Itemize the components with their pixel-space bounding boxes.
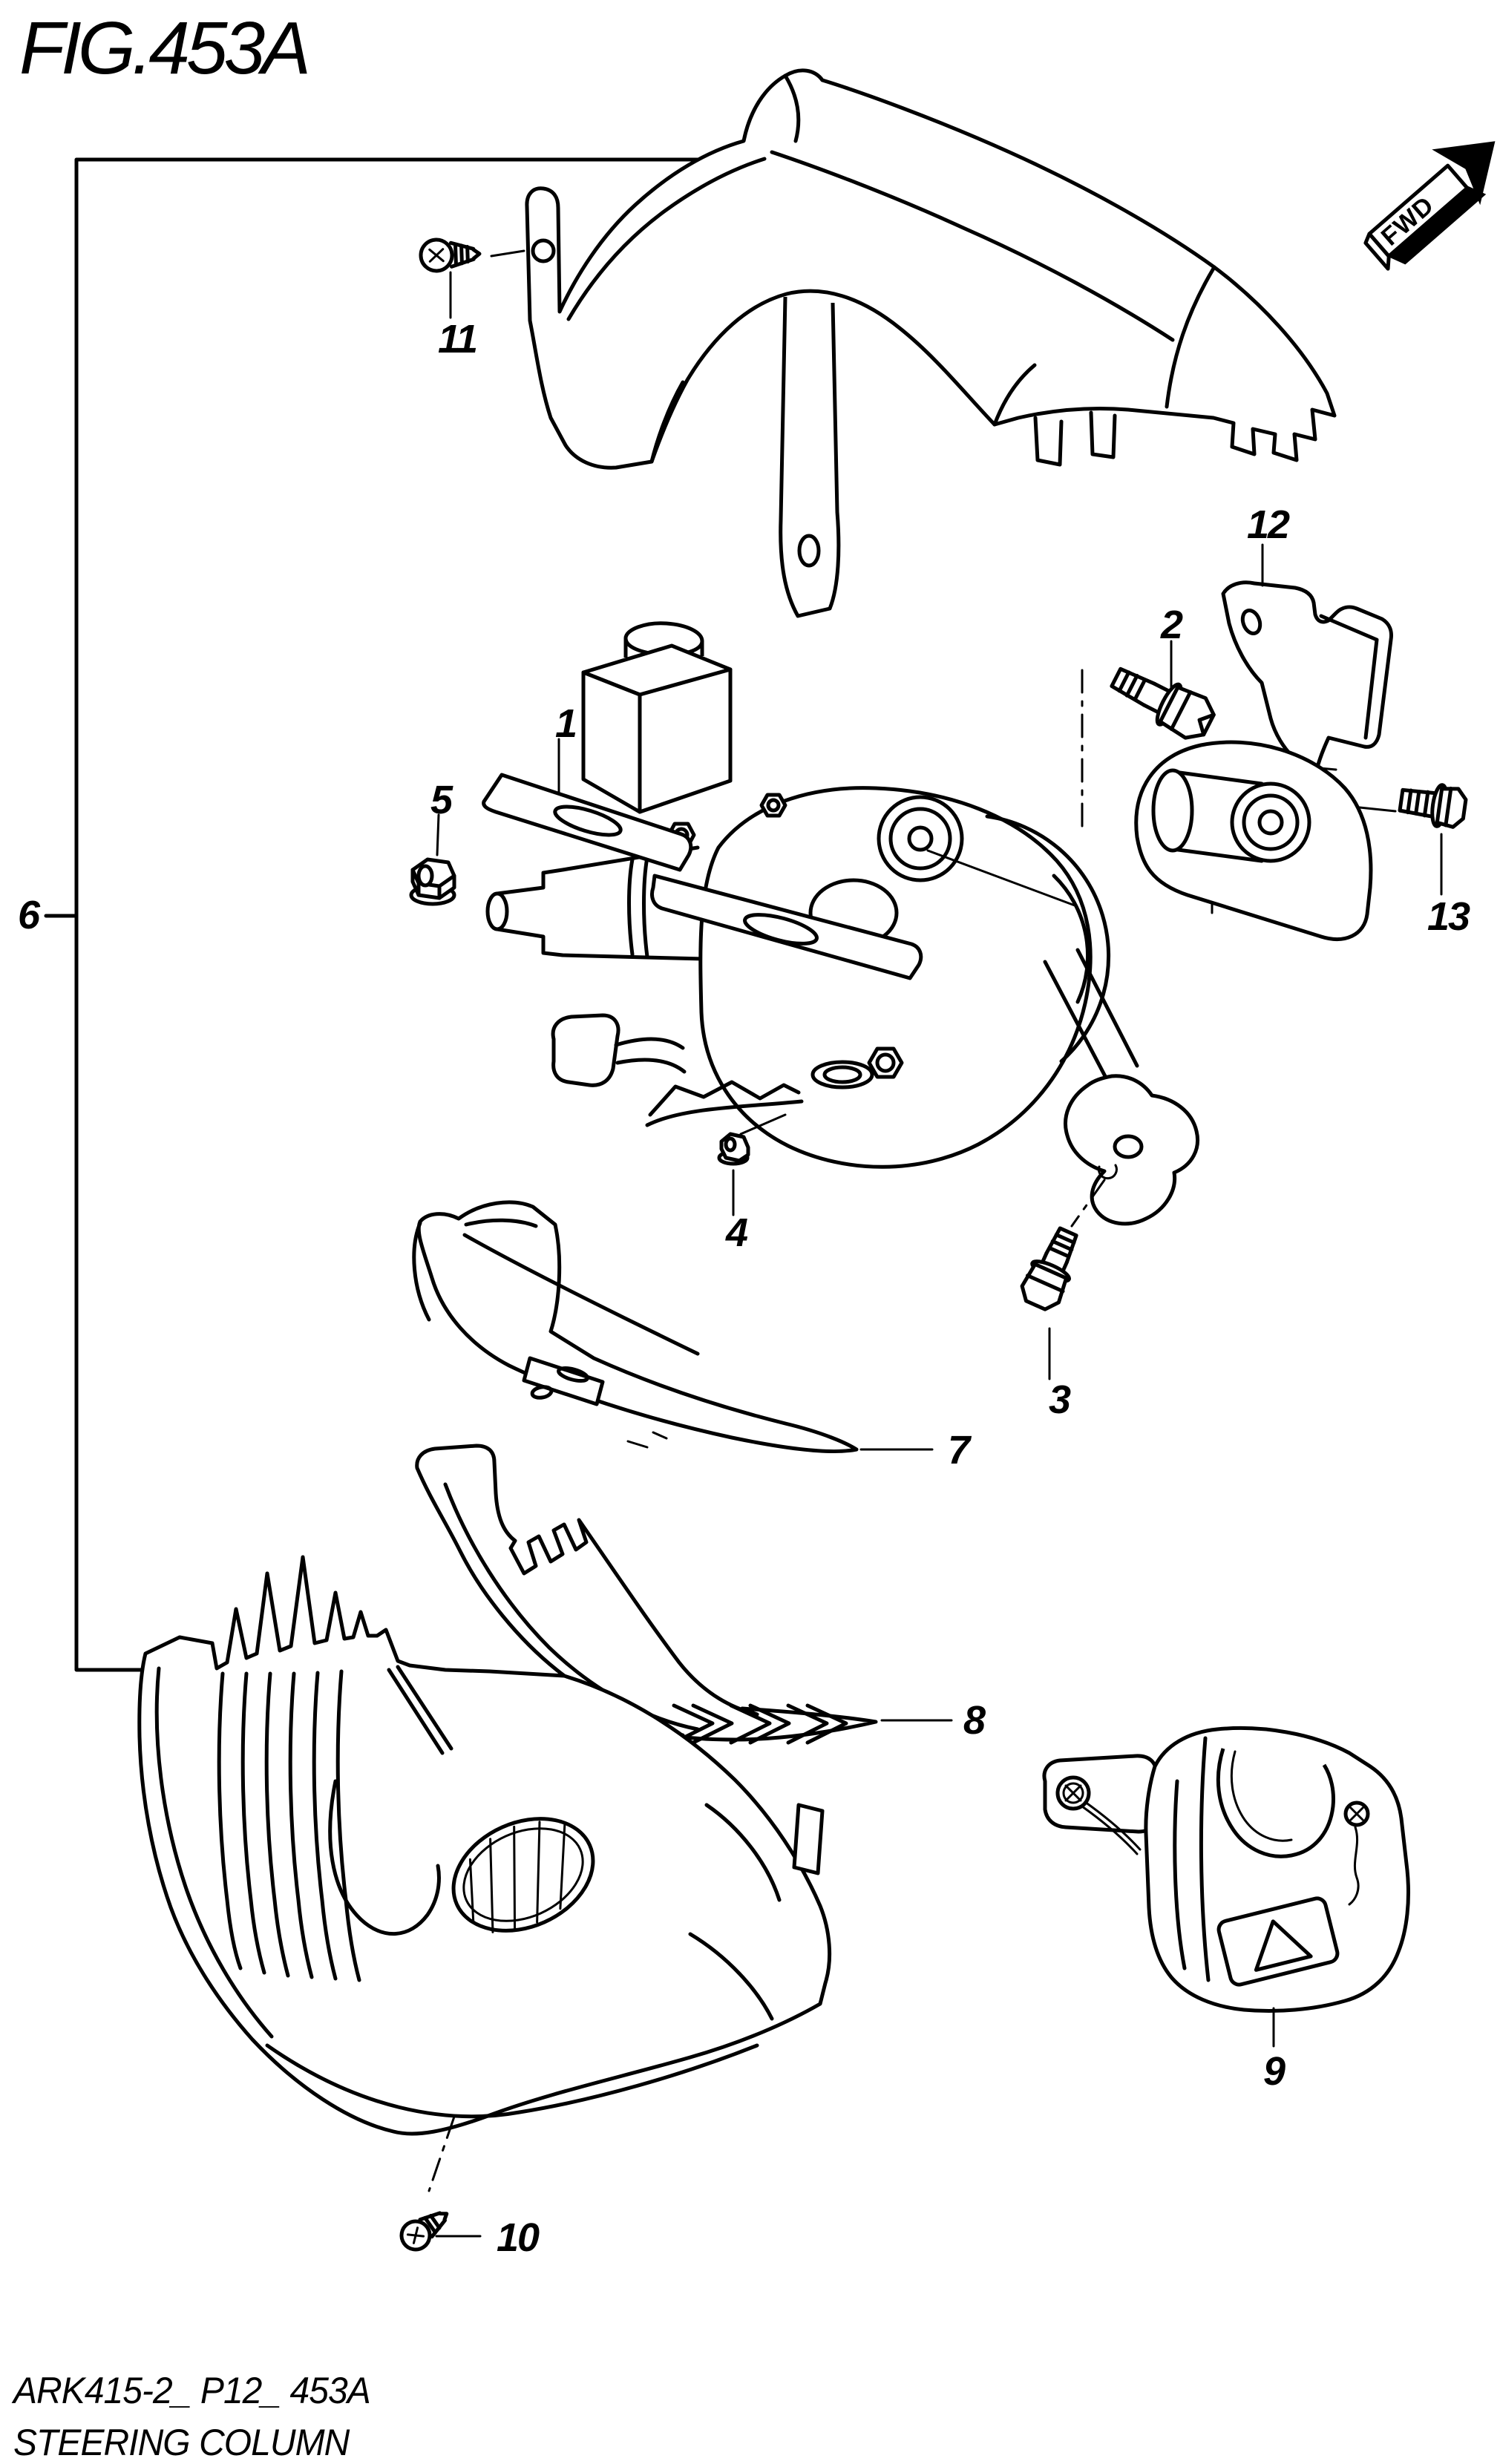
leader-5 xyxy=(436,813,440,856)
part-drawing-upper-column-cover xyxy=(525,68,1337,618)
footer-drawing-code: ARK415-2_ P12_ 453A xyxy=(13,2370,371,2411)
callout-7: 7 xyxy=(947,1428,970,1472)
callout-2: 2 xyxy=(1160,603,1183,647)
callout-5: 5 xyxy=(430,778,453,822)
callout-3: 3 xyxy=(1048,1377,1071,1422)
fwd-arrow-icon: FWD xyxy=(1363,141,1496,271)
callout-12: 12 xyxy=(1246,502,1290,547)
callout-1: 1 xyxy=(554,701,577,746)
part-drawing-column-hole-cover xyxy=(137,1555,832,2252)
hex-bolt-lower xyxy=(867,1046,904,1079)
callout-6: 6 xyxy=(17,893,40,937)
part-drawing-column-cover-7 xyxy=(412,1200,934,1454)
part-drawing-steering-column-assembly xyxy=(482,621,1373,1226)
screw-10 xyxy=(399,2115,482,2252)
nut-4 xyxy=(717,1113,787,1216)
rib-detail xyxy=(217,1669,361,1982)
callout-9: 9 xyxy=(1262,2049,1286,2094)
bolt-3 xyxy=(1020,1179,1106,1380)
hatched-opening xyxy=(451,1817,595,1933)
screw-11 xyxy=(419,237,525,319)
stud-bolt xyxy=(759,793,787,818)
figure-title: FIG.453A xyxy=(19,7,311,90)
part-drawing-column-cover-8 xyxy=(415,1444,953,1745)
warning-triangle-plate xyxy=(1216,1896,1340,1987)
chevron-detail xyxy=(672,1703,848,1745)
nut-5 xyxy=(409,813,456,906)
callout-8: 8 xyxy=(963,1698,986,1743)
bolt-2 xyxy=(1081,640,1216,828)
callout-11: 11 xyxy=(437,317,478,361)
part-drawing-lower-column-cover-9 xyxy=(1042,1726,1410,2048)
callout-10: 10 xyxy=(496,2215,540,2260)
footer-figure-name: STEERING COLUMN xyxy=(13,2422,350,2463)
bracket-line-6 xyxy=(44,157,706,1672)
callout-13: 13 xyxy=(1427,894,1470,939)
callout-4: 4 xyxy=(725,1210,748,1255)
